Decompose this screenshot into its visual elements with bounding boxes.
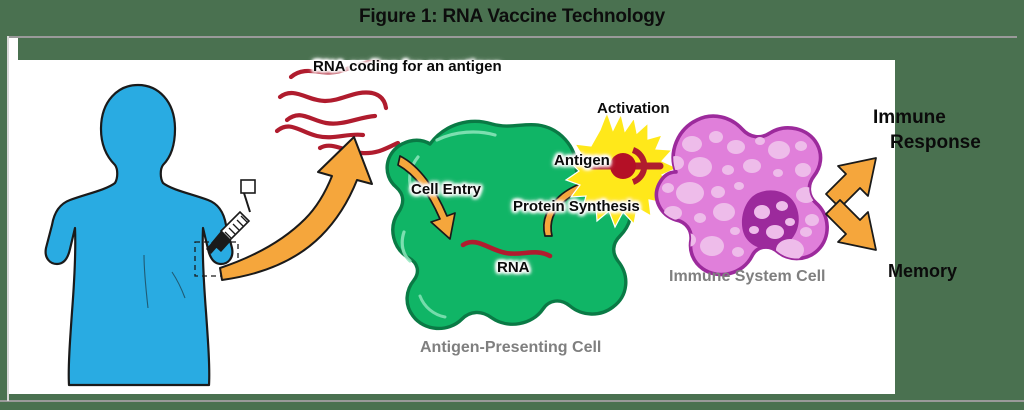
arrow-memory bbox=[825, 199, 877, 251]
rna-strand bbox=[274, 124, 366, 140]
rna-strand bbox=[288, 59, 382, 80]
label-immune-response-line2: Response bbox=[890, 132, 981, 153]
rna-strand bbox=[317, 140, 401, 156]
frame-top-divider bbox=[7, 36, 1017, 38]
label-immune-response-line1: Immune bbox=[873, 107, 946, 128]
label-antigen: Antigen bbox=[554, 152, 610, 169]
arrow-immune-response bbox=[825, 157, 877, 209]
immune-system-cell bbox=[654, 114, 829, 277]
rna-strand bbox=[277, 90, 389, 111]
frame-left-divider bbox=[7, 36, 9, 401]
curved-uptake-arrow bbox=[219, 136, 373, 281]
rna-strand-group bbox=[274, 59, 401, 156]
label-cell-entry: Cell Entry bbox=[411, 181, 482, 198]
label-rna: RNA bbox=[497, 259, 530, 276]
frame-bottom-divider bbox=[0, 400, 1024, 402]
syringe-icon bbox=[206, 179, 256, 254]
label-antigen-presenting-cell: Antigen-Presenting Cell bbox=[420, 339, 602, 356]
red-antigen-receptor bbox=[588, 147, 664, 185]
human-torso-silhouette bbox=[44, 83, 234, 387]
label-activation: Activation bbox=[597, 100, 670, 117]
curved-arrow-down-cell-entry bbox=[397, 155, 456, 240]
label-immune-system-cell: Immune System Cell bbox=[669, 268, 826, 285]
label-rna-coding-for-antigen: RNA coding for an antigen bbox=[313, 58, 502, 75]
rna-strand bbox=[284, 113, 378, 126]
label-memory: Memory bbox=[888, 261, 958, 281]
antigen-presenting-cell bbox=[385, 119, 633, 331]
label-protein-synthesis: Protein Synthesis bbox=[513, 198, 640, 215]
page-title: Figure 1: RNA Vaccine Technology bbox=[358, 6, 666, 27]
internal-rna-strand bbox=[460, 239, 553, 259]
